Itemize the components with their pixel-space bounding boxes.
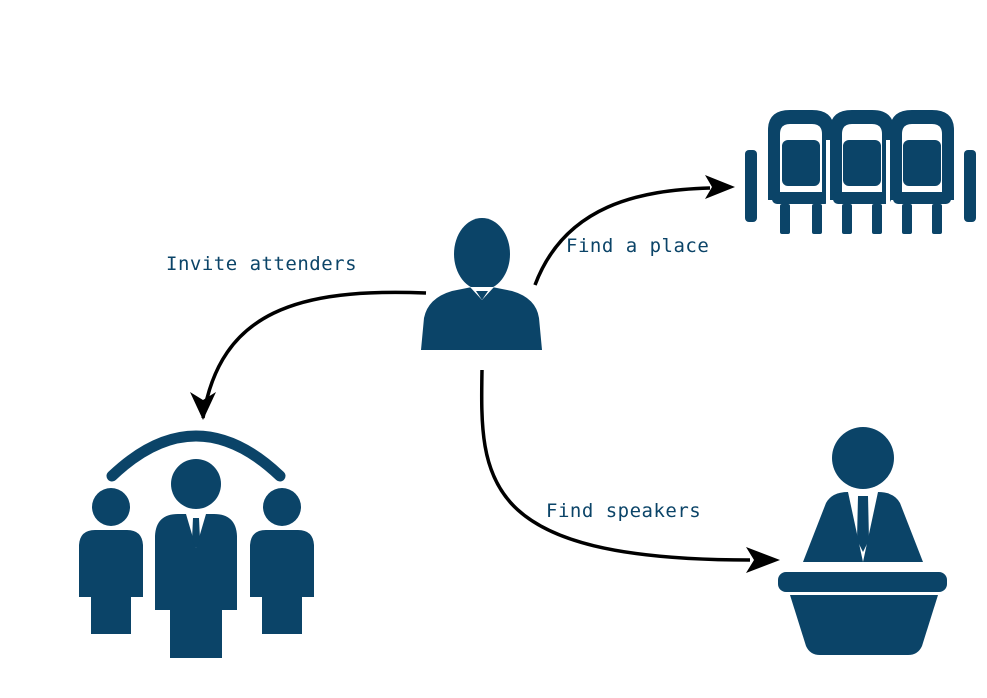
arrow-invite-attenders bbox=[201, 290, 427, 419]
edge-label-find-speakers: Find speakers bbox=[546, 500, 702, 522]
group-icon bbox=[79, 430, 314, 658]
arrowhead-invite-attenders bbox=[190, 392, 216, 420]
edge-label-find-place: Find a place bbox=[566, 235, 710, 257]
businessman-icon bbox=[421, 218, 542, 350]
edge-label-invite-attenders: Invite attenders bbox=[166, 253, 358, 275]
speaker-podium-icon bbox=[778, 427, 947, 655]
arrow-find-speakers bbox=[479, 369, 751, 562]
arrowhead-find-place bbox=[705, 175, 735, 199]
arrow-find-place bbox=[533, 186, 711, 286]
arrowhead-find-speakers bbox=[746, 547, 780, 573]
seats-icon bbox=[745, 110, 976, 234]
